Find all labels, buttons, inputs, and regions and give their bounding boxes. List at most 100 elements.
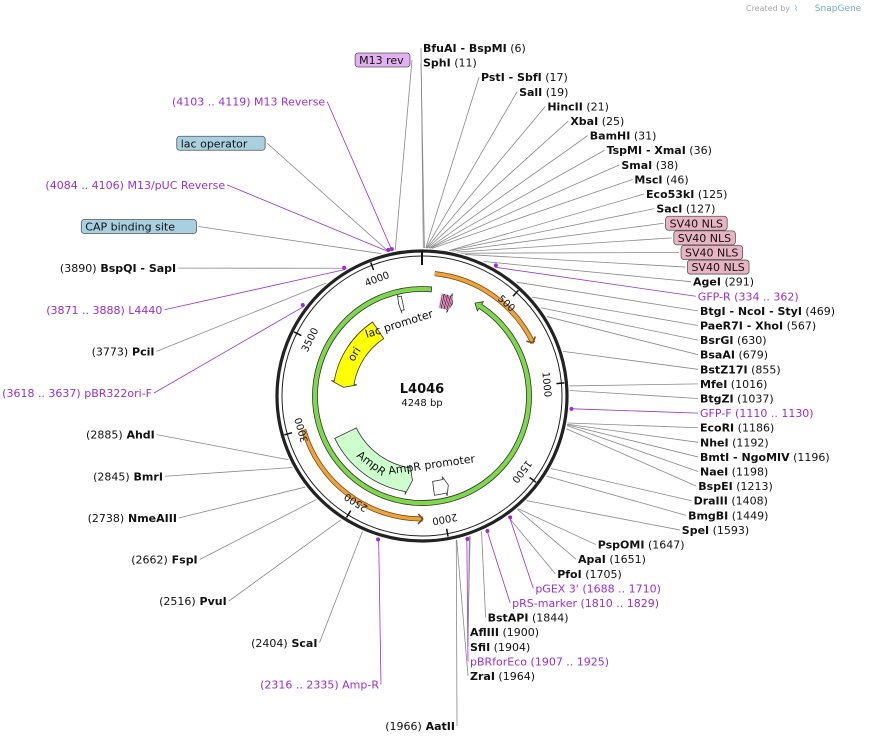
site-label-part: (1964) <box>495 670 535 683</box>
leader-line <box>153 305 305 394</box>
site-label-text: AgeI (291) <box>693 276 754 289</box>
site-label-text: (3871 .. 3888) L4440 <box>46 304 162 317</box>
feature-sv40-nls-segment <box>438 291 444 311</box>
site-label-part: GFP-F <box>700 407 732 420</box>
site-label-part: - <box>642 144 654 157</box>
site-label-part: (2845) <box>93 470 130 483</box>
site-label-part: (1408) <box>728 495 768 508</box>
site-label-text: (3773) PciI <box>92 345 155 358</box>
site-label-part: AatII <box>422 720 455 733</box>
site-label-right: pBRforEco (1907 .. 1925) <box>470 655 609 668</box>
site-label-right: BstAPI (1844) <box>488 612 569 625</box>
feature-box <box>687 259 750 275</box>
site-label-right: XbaI (25) <box>570 115 624 128</box>
leader-line <box>156 434 289 461</box>
leader-line <box>481 531 486 618</box>
leader-line <box>567 423 699 443</box>
site-label-part: (21) <box>583 100 609 113</box>
credit-brand: SnapGene <box>815 4 862 14</box>
ruler-tick-label: 1000 <box>539 371 552 397</box>
site-label-right: pGEX 3' (1688 .. 1710) <box>535 582 661 595</box>
leader-line <box>550 468 692 502</box>
site-label-part: ScaI <box>288 637 318 650</box>
site-label-right: NheI (1192) <box>700 436 769 449</box>
leader-line <box>517 508 596 545</box>
site-label-part: L4440 <box>125 304 163 317</box>
ruler-tick-label: 1500 <box>509 458 533 485</box>
site-label-part: Eco53kI <box>646 188 694 201</box>
site-label-left: (3773) PciI <box>92 345 155 358</box>
leader-line <box>465 254 686 268</box>
primer-arc <box>434 271 535 344</box>
site-label-text: BsrGI (630) <box>700 334 767 347</box>
site-label-right: SV40 NLS <box>680 245 744 260</box>
site-label-right: SV40 NLS <box>673 230 736 246</box>
site-label-part: BamHI <box>590 130 631 143</box>
site-label-part: BspEI <box>698 480 732 493</box>
site-label-part: (3871 .. 3888) <box>46 304 125 317</box>
site-label-text: (2316 .. 2335) Amp-R <box>260 678 379 691</box>
site-label-text: (1966) AatII <box>385 720 455 733</box>
leader-line <box>226 184 389 253</box>
feature-box-label: lac operator <box>181 137 248 150</box>
leader-line <box>526 500 680 531</box>
primer-marker <box>389 247 394 252</box>
ruler-tick-label: 4000 <box>363 270 391 289</box>
site-label-text: BstZ17I (855) <box>700 363 781 376</box>
leader-line <box>483 261 692 283</box>
site-label-part: (17) <box>542 71 568 84</box>
site-label-part: BtgZI <box>700 393 734 406</box>
site-label-part: - <box>505 71 517 84</box>
leader-lines <box>153 47 699 727</box>
site-label-text: (2845) BmrI <box>93 470 163 483</box>
site-label-part: (1196) <box>790 451 830 464</box>
leader-line <box>540 307 699 341</box>
site-label-part: ApaI <box>578 553 606 566</box>
leader-line <box>266 142 390 253</box>
site-label-part: (46) <box>663 173 689 186</box>
feature-box <box>354 52 411 68</box>
ruler-tick-label: 3000 <box>293 416 311 443</box>
site-label-part: DraIII <box>694 495 728 508</box>
site-label-part: HincII <box>547 100 583 113</box>
site-label-left: (2885) AhdI <box>86 429 155 442</box>
site-label-text: pGEX 3' (1688 .. 1710) <box>535 582 661 595</box>
site-label-right: AflIII (1900) <box>470 626 539 639</box>
site-label-text: AflIII (1900) <box>470 626 539 639</box>
site-label-part: (1900) <box>499 626 539 639</box>
site-label-left: (2404) ScaI <box>251 637 317 650</box>
site-label-part: PciI <box>128 345 154 358</box>
ruler-tick-label: 2500 <box>343 490 370 513</box>
site-label-part: AflIII <box>470 626 499 639</box>
site-label-text: (2404) ScaI <box>251 637 317 650</box>
site-label-part: XbaI <box>570 115 598 128</box>
leader-line <box>517 508 577 560</box>
leader-line <box>198 226 382 255</box>
site-label-part: SpeI <box>682 524 709 537</box>
feature-sv40-nls-segment <box>447 293 454 313</box>
site-label-part: (855) <box>748 363 781 376</box>
leader-line <box>546 475 687 516</box>
site-label-right: pRS-marker (1810 .. 1829) <box>512 597 659 610</box>
site-label-right: DraIII (1408) <box>694 495 768 508</box>
site-label-part: SmaI <box>621 159 652 172</box>
site-label-right: BamHI (31) <box>590 130 657 143</box>
site-label-part: BtgI <box>700 305 726 318</box>
site-label-text: SfiI (1904) <box>470 641 530 654</box>
site-label-left: (2662) FspI <box>131 554 197 567</box>
leader-line <box>430 164 620 249</box>
site-label-part: (3773) <box>92 345 129 358</box>
leader-line <box>425 77 480 249</box>
site-label-text: BsaAI (679) <box>700 349 768 362</box>
site-label-text: BfuAI - BspMI (6) <box>423 42 526 55</box>
site-label-text: pRS-marker (1810 .. 1829) <box>512 597 659 610</box>
site-label-text: BtgZI (1037) <box>700 393 774 406</box>
leader-line <box>507 516 556 575</box>
site-label-part: (1037) <box>734 393 774 406</box>
site-label-right: PfoI (1705) <box>557 568 622 581</box>
site-label-part: (1907 .. 1925) <box>527 655 609 668</box>
site-label-text: NaeI (1198) <box>700 466 768 479</box>
leader-line <box>449 193 645 251</box>
leader-line <box>425 91 518 249</box>
site-label-part: BstAPI <box>488 612 529 625</box>
